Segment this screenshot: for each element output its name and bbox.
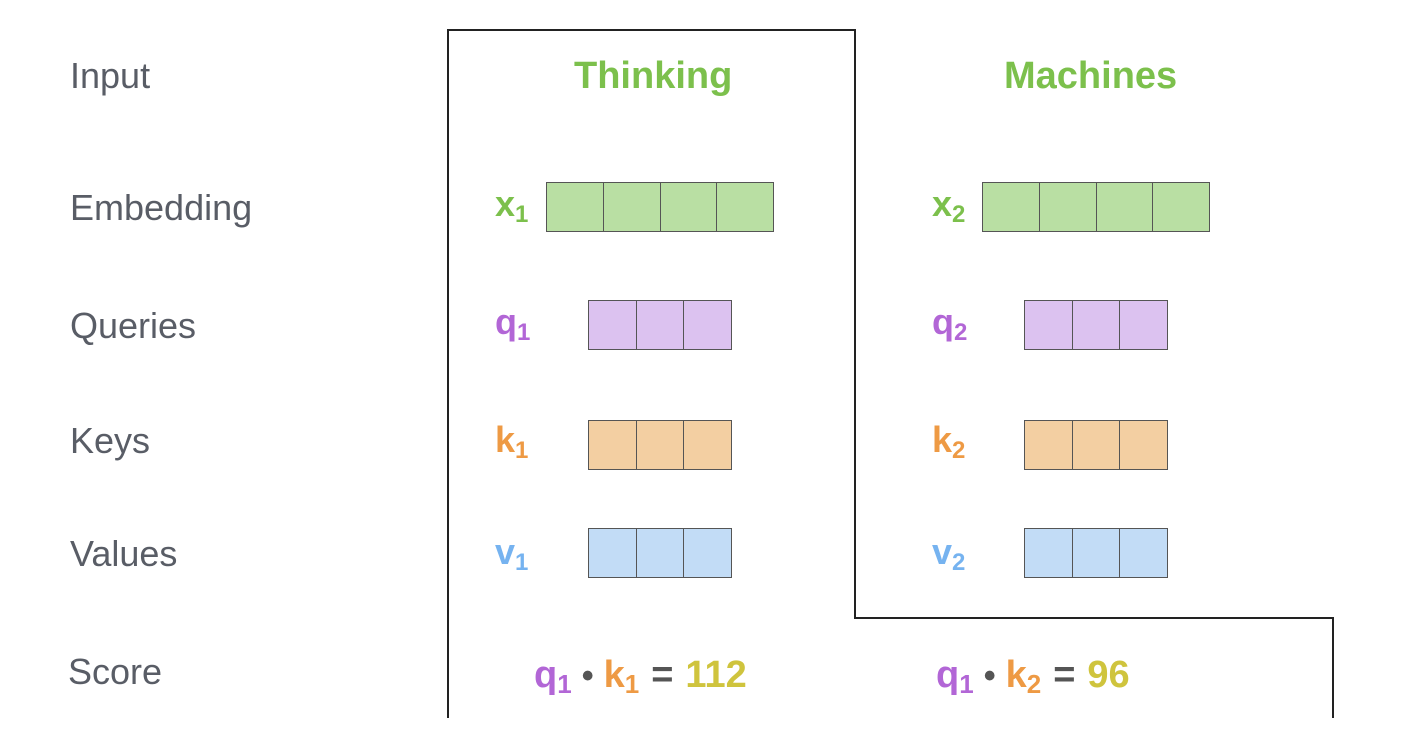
score-query: q1 bbox=[936, 654, 974, 699]
vector-cell bbox=[1040, 183, 1097, 231]
score-query: q1 bbox=[534, 654, 572, 699]
label-v1: v1 bbox=[495, 531, 529, 576]
equals-sign: = bbox=[651, 654, 674, 696]
vector-cell bbox=[1025, 529, 1073, 577]
vector-cell bbox=[1120, 529, 1167, 577]
vector-cell bbox=[1025, 301, 1073, 349]
score-machines: q1 • k2 = 96 bbox=[936, 656, 1130, 697]
vector-x2 bbox=[982, 182, 1210, 232]
vector-cell bbox=[637, 421, 685, 469]
label-v2: v2 bbox=[932, 531, 966, 576]
vector-cell bbox=[1073, 421, 1121, 469]
vector-k1 bbox=[588, 420, 732, 470]
vector-cell bbox=[684, 421, 731, 469]
vector-cell bbox=[1120, 301, 1167, 349]
vector-cell bbox=[637, 529, 685, 577]
label-q1: q1 bbox=[495, 301, 531, 346]
vector-cell bbox=[1153, 183, 1209, 231]
vector-cell bbox=[1073, 301, 1121, 349]
vector-cell bbox=[604, 183, 661, 231]
vector-cell bbox=[684, 301, 731, 349]
vector-v2 bbox=[1024, 528, 1168, 578]
row-label-queries: Queries bbox=[70, 305, 197, 346]
vector-cell bbox=[684, 529, 731, 577]
vector-cell bbox=[589, 301, 637, 349]
vector-k2 bbox=[1024, 420, 1168, 470]
vector-cell bbox=[1025, 421, 1073, 469]
vector-q2 bbox=[1024, 300, 1168, 350]
vector-cell bbox=[589, 421, 637, 469]
score-value: 112 bbox=[685, 654, 747, 696]
dot-operator: • bbox=[983, 657, 996, 695]
dot-operator: • bbox=[581, 657, 594, 695]
score-thinking: q1 • k1 = 112 bbox=[534, 656, 747, 697]
score-key: k2 bbox=[1005, 654, 1042, 699]
vector-cell bbox=[547, 183, 604, 231]
vector-cell bbox=[717, 183, 773, 231]
label-q2: q2 bbox=[932, 301, 968, 346]
row-label-values: Values bbox=[70, 533, 178, 574]
vector-cell bbox=[1120, 421, 1167, 469]
vector-x1 bbox=[546, 182, 774, 232]
score-key: k1 bbox=[603, 654, 640, 699]
highlight-frame-outline bbox=[447, 29, 1334, 718]
vector-cell bbox=[1097, 183, 1154, 231]
vector-cell bbox=[637, 301, 685, 349]
row-label-keys: Keys bbox=[70, 420, 151, 461]
vector-cell bbox=[983, 183, 1040, 231]
input-word-machines: Machines bbox=[1004, 55, 1178, 97]
vector-q1 bbox=[588, 300, 732, 350]
row-label-input: Input bbox=[70, 55, 151, 96]
equals-sign: = bbox=[1053, 654, 1076, 696]
vector-v1 bbox=[588, 528, 732, 578]
score-value: 96 bbox=[1087, 654, 1130, 696]
label-x2: x2 bbox=[932, 183, 966, 228]
vector-cell bbox=[661, 183, 718, 231]
row-label-embedding: Embedding bbox=[70, 187, 253, 228]
label-x1: x1 bbox=[495, 183, 529, 228]
vector-cell bbox=[589, 529, 637, 577]
row-label-score: Score bbox=[68, 651, 163, 692]
label-k1: k1 bbox=[495, 419, 529, 464]
label-k2: k2 bbox=[932, 419, 966, 464]
vector-cell bbox=[1073, 529, 1121, 577]
input-word-thinking: Thinking bbox=[574, 55, 733, 97]
